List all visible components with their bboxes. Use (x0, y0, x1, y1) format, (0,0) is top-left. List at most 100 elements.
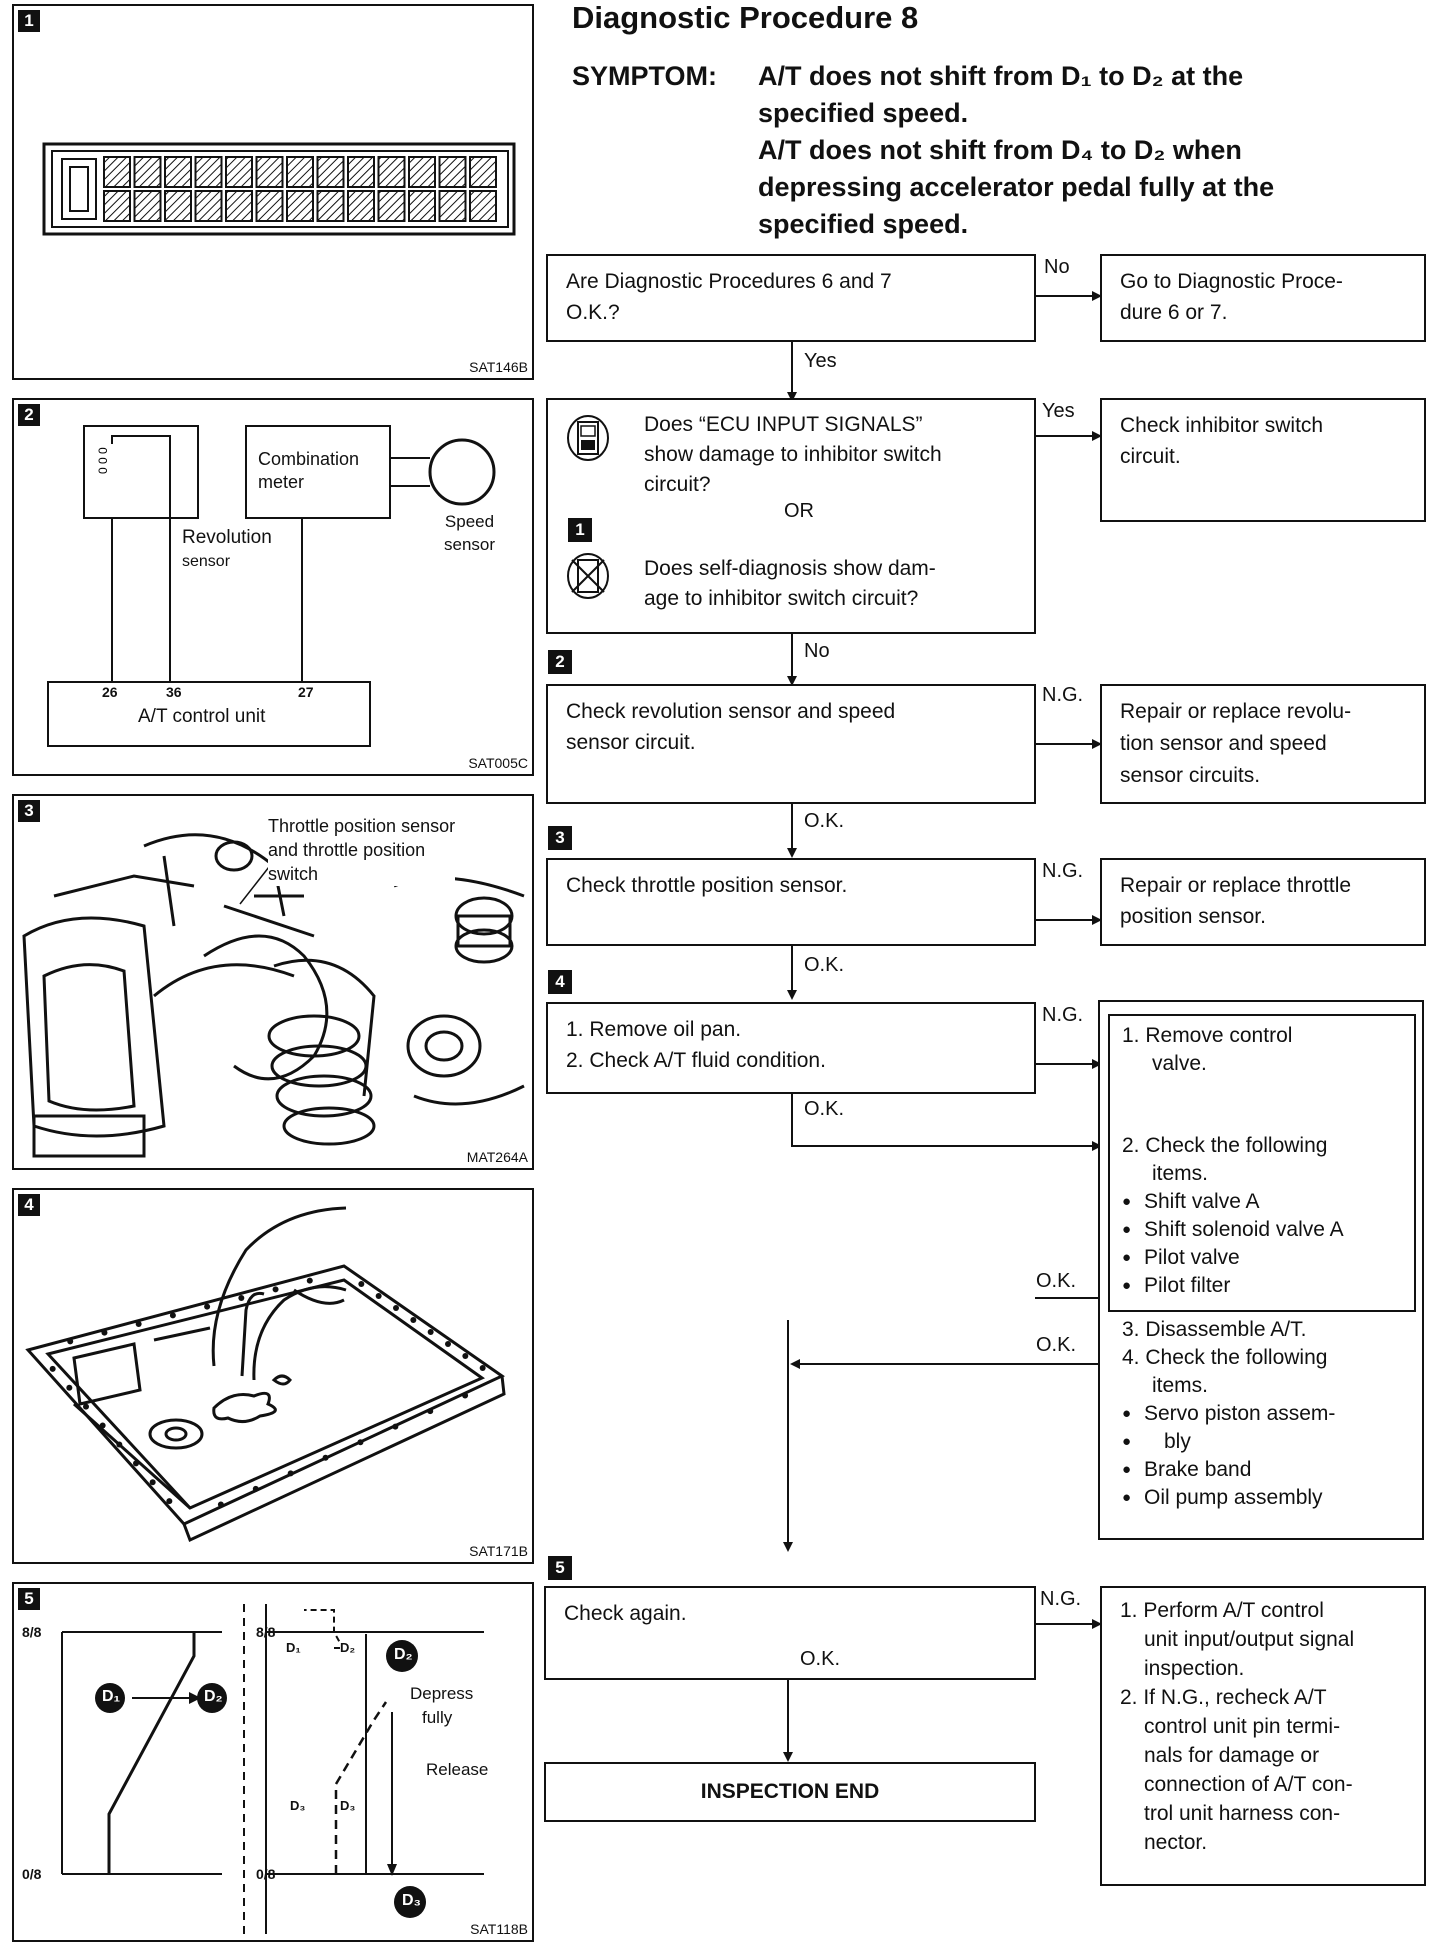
symptom-line: A/T does not shift from D₄ to D₂ when (758, 135, 1242, 165)
rivet (238, 1295, 245, 1301)
branch-label: N.G. (1040, 1588, 1082, 1610)
rivet (357, 1439, 364, 1446)
step-number: 1 (568, 518, 592, 542)
panel-throttle-photo: 3 Throttle (12, 794, 534, 1170)
rivet (375, 1293, 382, 1299)
connector-pin (164, 190, 192, 222)
list-item: Pilot valve (1122, 1244, 1418, 1272)
figure-code: SAT118B (470, 1921, 528, 1937)
connector-pin (316, 190, 345, 222)
figure-code: SAT146B (469, 359, 528, 375)
list-item: Pilot filter (1122, 1272, 1418, 1300)
rivet (479, 1365, 486, 1371)
text-line: dure 6 or 7. (1120, 301, 1228, 324)
connector-pin (469, 190, 497, 222)
branch-label: O.K. (800, 1648, 841, 1670)
rivet (462, 1353, 469, 1359)
release-label: Release (426, 1760, 489, 1779)
question-text: Does self-diagnosis show dam- age to inh… (644, 554, 936, 614)
rivet (445, 1341, 451, 1347)
list-item: Oil pump assembly (1122, 1484, 1418, 1512)
text-line: show damage to inhibitor switch (644, 443, 942, 466)
check-box: Check throttle position sensor. (546, 858, 1036, 946)
panel-number: 3 (18, 800, 40, 822)
step-number: 4 (548, 970, 572, 994)
rivet (272, 1286, 279, 1293)
figure-code: SAT171B (469, 1543, 528, 1559)
check-list: Servo piston assem- bly Brake band Oil p… (1122, 1400, 1418, 1512)
check-box: Check again. (544, 1586, 1036, 1680)
connector-pin (194, 156, 223, 188)
axis-label: 0/8 (256, 1866, 276, 1882)
label-line: sensor (182, 553, 231, 570)
check-list: Shift valve A Shift solenoid valve A Pil… (1122, 1188, 1418, 1300)
symptom-label: SYMPTOM: (572, 61, 718, 91)
text-line: Go to Diagnostic Proce- (1120, 270, 1343, 293)
list-item: Brake band (1122, 1456, 1418, 1484)
text-line: control unit pin termi- (1144, 1715, 1341, 1738)
text-line: unit input/output signal (1144, 1628, 1355, 1651)
throttle-sensor-label: Throttle position sensor and throttle po… (268, 814, 456, 886)
text-line: Are Diagnostic Procedures 6 and 7 (566, 270, 892, 293)
connector-pin (347, 156, 375, 188)
label-line: Speed (444, 512, 495, 531)
text-line: O.K.? (566, 301, 620, 324)
branch-label: No (804, 640, 830, 662)
panel-oil-pan-photo: 4 SAT171B (12, 1188, 534, 1564)
text-line: 3. Disassemble A/T. (1122, 1318, 1307, 1341)
inspection-end-box: INSPECTION END (544, 1762, 1036, 1822)
axis-label: 8/8 (22, 1624, 42, 1640)
label-line: Revolution (182, 527, 272, 548)
rivet (99, 1422, 106, 1429)
check-box: 1. Remove oil pan. 2. Check A/T fluid co… (546, 1002, 1036, 1094)
rivet (67, 1338, 74, 1345)
rivet (49, 1365, 56, 1372)
text-line: items. (1152, 1374, 1209, 1397)
label-line: Depress (410, 1684, 474, 1703)
text-line: 4. Check the following (1122, 1346, 1328, 1369)
step-number: 2 (548, 650, 572, 674)
text-line: 1. Remove control (1122, 1024, 1293, 1047)
connector-pin (377, 190, 406, 222)
label-line: Throttle position sensor (268, 816, 456, 836)
procedure-text: 1. Remove control valve. 2. Check the fo… (1122, 1022, 1418, 1512)
axis-label: 8/8 (256, 1624, 276, 1640)
pin-label: 27 (298, 684, 314, 700)
rivet (83, 1403, 89, 1410)
action-box: 1. Perform A/T control unit input/output… (1100, 1586, 1426, 1886)
text-line: Check throttle position sensor. (566, 874, 848, 897)
question-box: Are Diagnostic Procedures 6 and 7 O.K.? (546, 254, 1036, 342)
branch-label: O.K. (804, 1098, 845, 1120)
rivet (116, 1441, 123, 1448)
rivet (135, 1321, 142, 1327)
pin-label: 36 (166, 684, 182, 700)
text-line: circuit. (1120, 445, 1181, 468)
symptom-block: SYMPTOM: A/T does not shift from D₁ to D… (572, 58, 1274, 243)
connector-pin (133, 156, 162, 188)
rivet (306, 1277, 313, 1284)
connector-pin (225, 190, 253, 222)
text-line: 2. Check A/T fluid condition. (566, 1049, 826, 1072)
symptom-line: specified speed. (758, 209, 969, 239)
rivet (427, 1329, 434, 1335)
rivet (322, 1454, 329, 1461)
engine-bay-illustration (22, 833, 525, 1158)
action-box: Repair or replace throttle position sens… (1100, 858, 1426, 946)
connector-pin (103, 190, 131, 222)
rivet (66, 1384, 73, 1391)
action-box: Repair or replace revolu- tion sensor an… (1100, 684, 1426, 804)
branch-label: N.G. (1042, 860, 1084, 882)
list-item: Shift solenoid valve A (1122, 1216, 1418, 1244)
rivet (149, 1479, 156, 1486)
panel-number: 1 (18, 10, 40, 32)
axis-label: 0/8 (22, 1866, 42, 1882)
gear-d2: D₂ (204, 1688, 223, 1705)
speed-sensor-label: Speed sensor (444, 510, 495, 556)
text-line: Check again. (564, 1602, 687, 1625)
panel-connector-diagram: 1 SAT146B (12, 4, 534, 380)
gear-d2: D₂ (340, 1640, 356, 1655)
list-item: Servo piston assem- (1122, 1400, 1418, 1428)
rivet (462, 1392, 469, 1399)
text-line: 1. Perform A/T control (1120, 1599, 1324, 1622)
svg-text:0 0 0: 0 0 0 (96, 447, 110, 474)
